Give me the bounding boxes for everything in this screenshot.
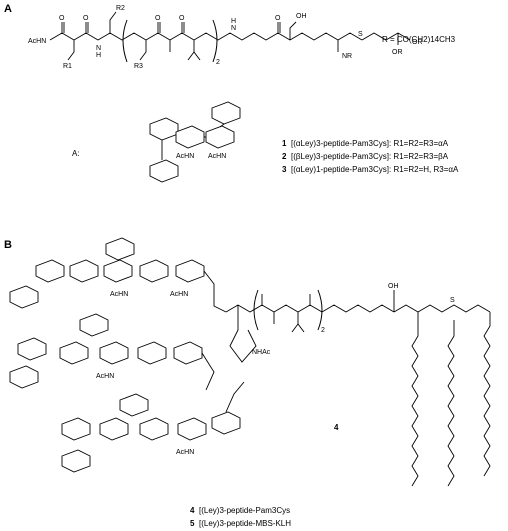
repeat-open-paren [122, 19, 128, 63]
repeat-count: 2 [216, 59, 220, 66]
val-b-a [291, 312, 299, 333]
caption-5-text: [(Ley)3-peptide-MBS-KLH [199, 519, 291, 528]
val-b-b [297, 323, 305, 333]
side-chain-val-a [187, 40, 195, 61]
panel-a-label: A [4, 3, 12, 15]
r3-label: R3 [134, 63, 143, 70]
b-nhac: NHAc [252, 349, 271, 356]
n-label-2: N [231, 25, 236, 32]
b-s-label: S [450, 297, 455, 304]
pam3cys-chain [393, 304, 491, 313]
compound-4-marker: 4 [334, 423, 339, 432]
r2-label: R2 [116, 5, 125, 12]
or-label-2: OR [412, 39, 423, 46]
r1-label: R1 [63, 63, 72, 70]
compound-3-num: 3 [282, 165, 287, 174]
side-chain-3 [139, 40, 147, 61]
palmitoyl-tail-1 [411, 312, 419, 487]
sugar-ach-1: AcHN [176, 153, 194, 160]
o-label-5: O [275, 15, 281, 22]
panel-a-backbone [49, 32, 363, 41]
b-ach-4: AcHN [176, 449, 194, 456]
compound-1-num: 1 [282, 139, 287, 148]
b-close-paren [317, 289, 323, 331]
glycan-cluster-2 [9, 313, 203, 389]
palmitoyl-tail-3 [483, 312, 491, 477]
compound-list-a: 1 [(αLey)3-peptide-Pam3Cys]: R1=R2=R3=αA… [282, 139, 459, 174]
compound-2-text: [(βLey)3-peptide-Pam3Cys]: R1=R2=R3=βA [291, 152, 449, 161]
lewis-y-structure [149, 101, 241, 183]
oh-label: OH [296, 13, 307, 20]
linker-3 [225, 381, 245, 413]
side-chain-ser [289, 21, 297, 40]
b-repeat-count: 2 [321, 327, 325, 334]
o-label-3: O [155, 15, 161, 22]
ach-label: AcHN [28, 38, 46, 45]
s-label: S [358, 31, 363, 38]
r-definition: R = CO(CH2)14CH3 [382, 35, 456, 44]
h-label-2: H [231, 18, 236, 25]
caption-4-text: [(Ley)3-peptide-Pam3Cys [199, 506, 290, 515]
compound-list-b: 4 [(Ley)3-peptide-Pam3Cys 5 [(Ley)3-pept… [190, 506, 291, 528]
glycan-cluster-3 [61, 393, 241, 473]
panel-b: B [4, 237, 491, 528]
b-oh-label: OH [388, 283, 399, 290]
palmitoyl-tail-2 [447, 320, 455, 487]
side-chain-2 [109, 11, 117, 33]
h-label-1: H [96, 52, 101, 59]
compound-2-num: 2 [282, 152, 287, 161]
b-open-paren [253, 289, 259, 331]
n-label-1: N [96, 45, 101, 52]
o-label-4: O [179, 15, 185, 22]
or-label-1: OR [392, 49, 403, 56]
linker-1 [203, 270, 227, 313]
side-chain-1 [67, 40, 75, 61]
o-label-1: O [59, 15, 65, 22]
panel-a: A 2 AcHN O O O O O N H [4, 3, 459, 183]
nr-label: NR [342, 53, 352, 60]
b-ach-1: AcHN [110, 291, 128, 298]
glycan-cluster-1 [9, 237, 205, 309]
compound-3-text: [(αLey)1-peptide-Pam3Cys]: R1=R2=H, R3=α… [291, 165, 459, 174]
side-chain-val-b [193, 51, 201, 61]
glycerol-chain [361, 32, 411, 41]
structure-a-label: A: [72, 149, 80, 158]
panel-b-loop [229, 305, 257, 363]
compound-1-text: [(αLey)3-peptide-Pam3Cys]: R1=R2=R3=αA [291, 139, 449, 148]
panel-a-carbonyls [61, 22, 281, 33]
b-ach-3: AcHN [96, 373, 114, 380]
panel-b-label: B [4, 239, 12, 251]
linker-2 [201, 352, 215, 391]
sugar-ach-2: AcHN [208, 153, 226, 160]
panel-b-backbone [225, 304, 395, 313]
caption-5-num: 5 [190, 519, 195, 528]
b-ach-2: AcHN [170, 291, 188, 298]
repeat-close-paren [212, 19, 218, 63]
caption-4-num: 4 [190, 506, 195, 515]
o-label-2: O [83, 15, 89, 22]
